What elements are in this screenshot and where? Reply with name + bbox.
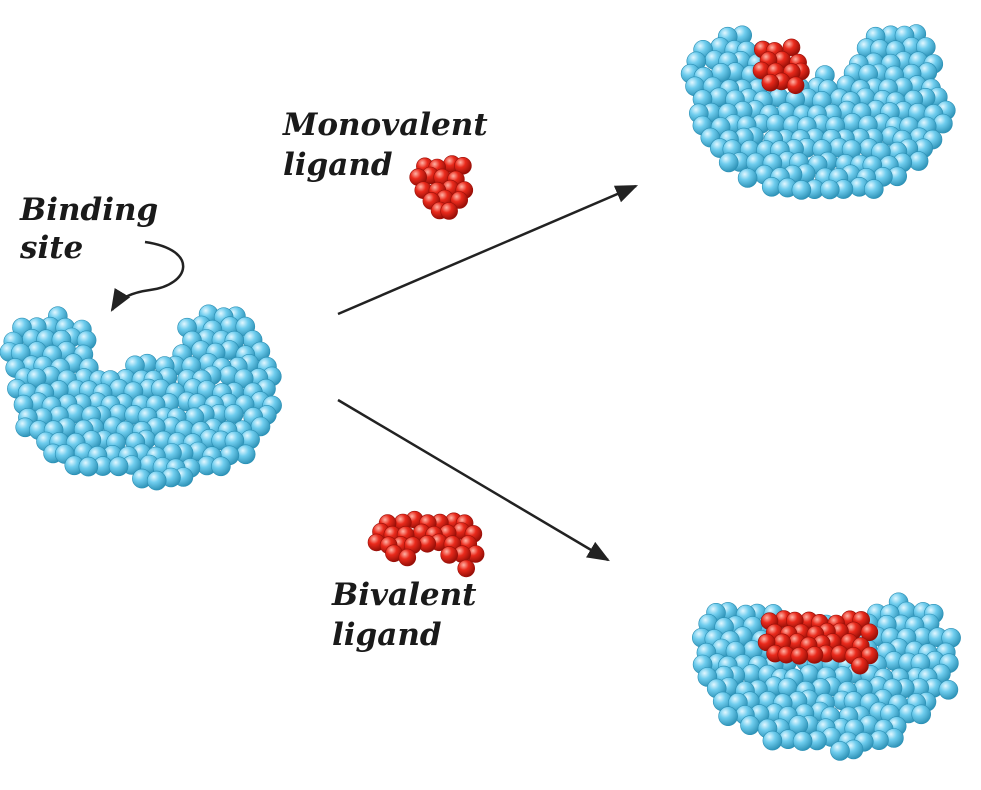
monovalent-label-line1: Monovalent	[282, 107, 488, 143]
protein-atom	[911, 704, 932, 725]
ligand-atom	[786, 76, 805, 95]
ligand-atom	[860, 623, 879, 642]
ligand-atom	[782, 38, 801, 57]
ligand-atom	[761, 73, 780, 92]
protein-atom	[108, 456, 129, 477]
bivalent-label-line1: Bivalent	[331, 577, 477, 613]
protein-atom	[737, 168, 758, 188]
ligand-atom	[398, 548, 417, 567]
bound-bivalent-ligand	[757, 610, 879, 675]
protein-atom	[718, 706, 738, 727]
binding-site-label-line1: Binding	[19, 192, 158, 228]
ligand-atom	[790, 646, 809, 665]
binding-site-pointer-arrow	[110, 240, 185, 312]
protein-atom	[233, 368, 254, 389]
protein-atom	[792, 731, 813, 751]
bivalent-label-line2: ligand	[332, 617, 442, 653]
protein-atom	[146, 470, 167, 491]
bound-monovalent-ligand	[752, 38, 810, 95]
arrow-to-monovalent-complex	[337, 184, 639, 316]
ligand-atom	[457, 559, 476, 578]
protein-atom	[211, 456, 231, 477]
protein-atom	[762, 730, 783, 751]
protein-bivalent-complex	[691, 592, 961, 761]
ligand-atom	[805, 646, 824, 664]
protein-atom	[863, 179, 884, 199]
ligand-atom	[450, 191, 469, 209]
monovalent-ligand	[409, 155, 474, 220]
protein-atom	[819, 179, 840, 200]
monovalent-label-line2: ligand	[283, 147, 393, 183]
protein-atom	[938, 679, 959, 700]
protein-atom	[223, 404, 244, 424]
ligand-atom	[851, 656, 869, 675]
protein-atom	[718, 152, 739, 173]
protein-atom	[933, 113, 953, 134]
bivalent-ligand	[367, 510, 485, 578]
protein-atom	[830, 741, 850, 761]
protein-atom	[78, 456, 99, 477]
protein-monovalent-complex	[680, 24, 956, 200]
arrow-to-bivalent-complex	[337, 398, 610, 562]
ligand-atom	[440, 546, 459, 564]
protein-atom	[791, 180, 812, 200]
protein-atom	[740, 715, 760, 736]
ligand-atom	[440, 202, 458, 220]
binding-site-label-line2: site	[19, 230, 83, 266]
free-protein	[0, 304, 282, 491]
